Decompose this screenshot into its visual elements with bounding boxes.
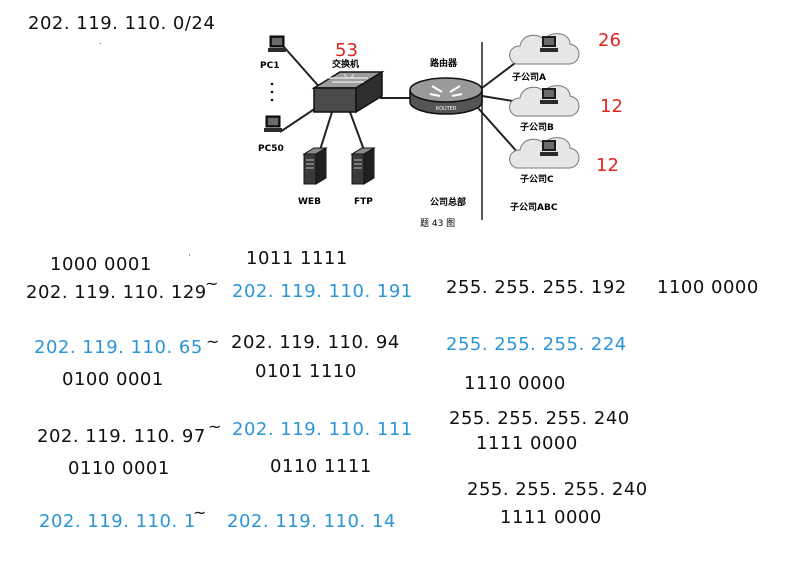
hq-label: 公司总部 (430, 196, 466, 208)
link-router-a (481, 59, 520, 89)
network-diagram: PC1 PC50 交换机 ROUTER 路由器 WEB FT (258, 33, 580, 229)
pc50-label: PC50 (258, 144, 284, 154)
ftp-server-icon (350, 147, 376, 185)
link-switch-ftp (349, 111, 365, 151)
subsidiary-a-label: 子公司A (512, 72, 546, 83)
router-label: 路由器 (430, 57, 458, 69)
router-badge: ROUTER (436, 106, 457, 112)
cloud-c: 子公司C (509, 137, 580, 185)
network-address: 202. 119. 110. 0/24 (28, 13, 216, 34)
stray-mark: · (188, 251, 191, 261)
link-pc1-switch (283, 46, 323, 91)
web-label: WEB (298, 197, 321, 207)
subsidiary-a-host-count: 26 (598, 30, 621, 51)
subsidiary-b-host-count: 12 (600, 96, 623, 117)
row2-start-binary: 0100 0001 (62, 369, 164, 390)
row4-mask-binary: 1111 0000 (500, 507, 602, 528)
row1-range-tilde: ~ (205, 274, 219, 293)
row3-range-tilde: ~ (208, 417, 222, 436)
pc1-computer-icon (268, 35, 286, 52)
cloud-b: 子公司B (509, 85, 580, 133)
switch-host-count: 53 (335, 40, 358, 61)
row3-start-ip: 202. 119. 110. 97 (37, 426, 206, 447)
row3-end-ip: 202. 119. 110. 111 (232, 419, 413, 440)
row3-start-binary: 0110 0001 (68, 458, 170, 479)
pc-ellipsis (270, 82, 274, 102)
cloud-a: 子公司A (509, 33, 580, 83)
link-router-c (477, 107, 520, 155)
row1-end-ip: 202. 119. 110. 191 (232, 281, 413, 302)
switch-label: 交换机 (332, 58, 359, 70)
stray-dot: . (99, 37, 102, 46)
ftp-label: FTP (354, 197, 373, 207)
subsidiary-b-label: 子公司B (520, 122, 554, 133)
switch-icon (311, 70, 385, 114)
row4-end-ip: 202. 119. 110. 14 (227, 511, 396, 532)
row1-start-ip: 202. 119. 110. 129 (26, 282, 207, 303)
row1-mask-binary: 1100 0000 (657, 277, 759, 298)
row1-start-binary: 1000 0001 (50, 254, 152, 275)
row3-subnet-mask: 255. 255. 255. 240 (449, 408, 630, 429)
row2-range-tilde: ~ (206, 332, 220, 351)
links (279, 42, 520, 220)
subsidiary-b-computer-icon (540, 88, 558, 104)
row2-end-binary: 0101 1110 (255, 361, 357, 382)
row2-subnet-mask: 255. 255. 255. 224 (446, 334, 627, 355)
subsidiary-c-computer-icon (540, 140, 558, 156)
web-server-icon (302, 147, 328, 185)
link-switch-web (319, 111, 333, 151)
subsidiary-c-label: 子公司C (520, 174, 554, 185)
subsidiary-c-host-count: 12 (596, 155, 619, 176)
row3-end-binary: 0110 1111 (270, 456, 372, 477)
pc1-label: PC1 (260, 61, 279, 71)
row2-end-ip: 202. 119. 110. 94 (231, 332, 400, 353)
row1-end-binary: 1011 1111 (246, 248, 348, 269)
row4-range-tilde: ~ (193, 503, 207, 522)
row2-start-ip: 202. 119. 110. 65 (34, 337, 203, 358)
figure-caption: 题 43 图 (420, 218, 455, 229)
row2-mask-binary: 1110 0000 (464, 373, 566, 394)
row4-subnet-mask: 255. 255. 255. 240 (467, 479, 648, 500)
row1-subnet-mask: 255. 255. 255. 192 (446, 277, 627, 298)
row3-mask-binary: 1111 0000 (476, 433, 578, 454)
subsidiary-abc-label: 子公司ABC (510, 202, 558, 213)
pc50-computer-icon (264, 115, 282, 132)
router-icon: ROUTER (409, 77, 483, 115)
row4-start-ip: 202. 119. 110. 1 (39, 511, 196, 532)
subsidiary-a-computer-icon (540, 36, 558, 52)
